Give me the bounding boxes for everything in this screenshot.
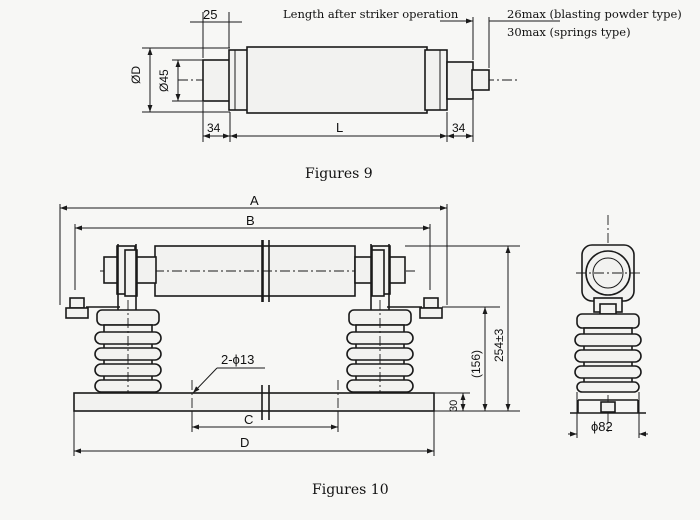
note-springs-type: 30max (springs type) [507, 25, 631, 39]
note-powder-type: 26max (blasting powder type) [507, 7, 682, 21]
dim-254-label: 254±3 [492, 328, 506, 362]
dim-30-label: 30 [448, 400, 460, 412]
striker-note: Length after striker operation [283, 7, 459, 21]
dim-right-34-label: 34 [452, 121, 466, 135]
figure-10-front-view [59, 204, 520, 456]
right-insulator [346, 300, 414, 410]
dim-left-34-label: 34 [207, 121, 221, 135]
dim-25-label: 25 [203, 7, 217, 22]
dim-45-label: Ø45 [157, 69, 171, 92]
dim-C-label: C [244, 412, 253, 427]
dim-D-label: D [240, 435, 249, 450]
figure-10-side-view [568, 215, 648, 438]
dim-B-label: B [246, 213, 255, 228]
dim-A-label: A [250, 193, 259, 208]
dim-156-label: (156) [469, 350, 483, 378]
left-insulator [94, 300, 162, 410]
figure-10-caption: Figures 10 [312, 482, 389, 498]
figure-9-caption: Figures 9 [305, 166, 373, 182]
dim-D-label: ØD [129, 66, 143, 84]
holes-label: 2-ϕ13 [221, 352, 254, 367]
dim-L-label: L [336, 120, 343, 135]
figure-9-fuse-cartridge [142, 12, 560, 142]
dim-82-label: ϕ82 [591, 419, 613, 434]
